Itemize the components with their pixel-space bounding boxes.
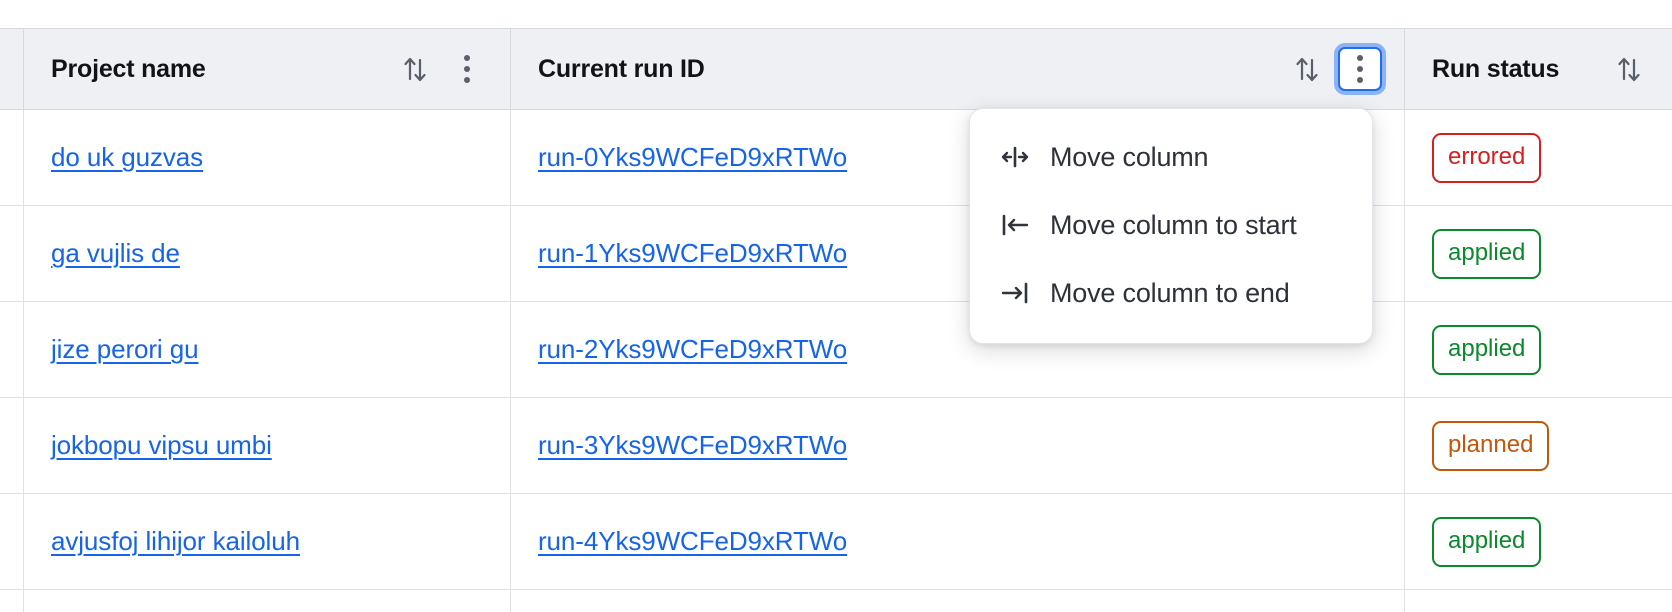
project-name-link[interactable]: avjusfoj lihijor kailoluh — [51, 526, 300, 556]
cell-current-run-id: run-2Yks9WCFeD9xRTWo — [511, 302, 1405, 397]
project-name-link[interactable]: do uk guzvas — [51, 142, 204, 172]
column-header-tools — [1286, 47, 1404, 91]
menu-item-label: Move column — [1050, 141, 1209, 172]
project-name-link[interactable]: ga vujlis de — [51, 238, 180, 268]
status-wrap: applied — [1405, 228, 1542, 279]
cell-run-status: applied — [1405, 494, 1672, 589]
cell-project-name — [24, 590, 511, 612]
row-gutter-cell — [0, 398, 24, 493]
cell-project-name: do uk guzvas — [24, 110, 511, 205]
cell-project-name: ga vujlis de — [24, 206, 511, 301]
cell-run-status — [1405, 590, 1672, 612]
run-id-link[interactable]: run-4Yks9WCFeD9xRTWo — [538, 526, 848, 556]
cell-run-status: applied — [1405, 302, 1672, 397]
menu-item-move-column-to-start[interactable]: Move column to start — [970, 191, 1372, 259]
table-row: jize perori gu run-2Yks9WCFeD9xRTWo appl… — [0, 302, 1672, 398]
sort-updown-icon[interactable] — [1608, 48, 1650, 90]
run-id-link[interactable]: run-0Yks9WCFeD9xRTWo — [538, 142, 848, 172]
column-header-project-name[interactable]: Project name — [24, 29, 511, 109]
row-gutter-cell — [0, 110, 24, 205]
run-id-link[interactable]: run-1Yks9WCFeD9xRTWo — [538, 238, 848, 268]
status-badge: applied — [1432, 324, 1542, 375]
sort-updown-icon[interactable] — [1286, 48, 1328, 90]
menu-item-label: Move column to end — [1050, 277, 1290, 308]
table-row: jokbopu vipsu umbi run-3Yks9WCFeD9xRTWo … — [0, 398, 1672, 494]
project-name-link[interactable]: jize perori gu — [51, 334, 199, 364]
projects-table: Project name — [0, 28, 1672, 612]
kebab-dots — [464, 55, 470, 83]
column-header-label: Project name — [51, 54, 206, 83]
header-gutter-cell — [0, 29, 24, 109]
move-column-horizontal-icon — [996, 145, 1034, 169]
cell-project-name: jize perori gu — [24, 302, 511, 397]
status-badge: applied — [1432, 228, 1542, 279]
status-badge: errored — [1432, 132, 1542, 183]
sort-updown-icon[interactable] — [394, 48, 436, 90]
status-wrap: planned — [1405, 420, 1550, 471]
column-header-tools — [1608, 48, 1672, 90]
kebab-dots — [1357, 55, 1363, 83]
status-wrap: applied — [1405, 516, 1542, 567]
row-gutter-cell — [0, 206, 24, 301]
row-gutter-cell — [0, 302, 24, 397]
menu-item-move-column[interactable]: Move column — [970, 123, 1372, 191]
kebab-menu-icon[interactable] — [446, 48, 488, 90]
kebab-menu-icon-focused[interactable] — [1338, 47, 1382, 91]
row-gutter-cell — [0, 494, 24, 589]
cell-project-name: avjusfoj lihijor kailoluh — [24, 494, 511, 589]
column-header-current-run-id[interactable]: Current run ID — [511, 29, 1405, 109]
column-header-run-status[interactable]: Run status — [1405, 29, 1672, 109]
status-badge: planned — [1432, 420, 1550, 471]
cell-current-run-id: run-0Yks9WCFeD9xRTWo — [511, 110, 1405, 205]
table-row-partial — [0, 590, 1672, 612]
status-wrap: applied — [1405, 324, 1542, 375]
menu-item-move-column-to-end[interactable]: Move column to end — [970, 259, 1372, 327]
table-row: avjusfoj lihijor kailoluh run-4Yks9WCFeD… — [0, 494, 1672, 590]
cell-run-status: applied — [1405, 206, 1672, 301]
move-to-end-icon — [996, 281, 1034, 305]
run-id-link[interactable]: run-2Yks9WCFeD9xRTWo — [538, 334, 848, 364]
cell-current-run-id: run-1Yks9WCFeD9xRTWo — [511, 206, 1405, 301]
cell-current-run-id — [511, 590, 1405, 612]
cell-project-name: jokbopu vipsu umbi — [24, 398, 511, 493]
menu-item-label: Move column to start — [1050, 209, 1297, 240]
status-badge: applied — [1432, 516, 1542, 567]
column-header-label: Current run ID — [538, 54, 705, 83]
cell-run-status: errored — [1405, 110, 1672, 205]
column-context-menu: Move column Move column to start Move co… — [969, 108, 1373, 344]
run-id-link[interactable]: run-3Yks9WCFeD9xRTWo — [538, 430, 848, 460]
column-header-tools — [394, 48, 510, 90]
table-row: ga vujlis de run-1Yks9WCFeD9xRTWo applie… — [0, 206, 1672, 302]
row-gutter-cell — [0, 590, 24, 612]
column-header-label: Run status — [1432, 54, 1560, 83]
table-row: do uk guzvas run-0Yks9WCFeD9xRTWo errore… — [0, 110, 1672, 206]
cell-current-run-id: run-4Yks9WCFeD9xRTWo — [511, 494, 1405, 589]
cell-run-status: planned — [1405, 398, 1672, 493]
project-name-link[interactable]: jokbopu vipsu umbi — [51, 430, 272, 460]
table-header-row: Project name — [0, 28, 1672, 110]
status-wrap: errored — [1405, 132, 1542, 183]
cell-current-run-id: run-3Yks9WCFeD9xRTWo — [511, 398, 1405, 493]
move-to-start-icon — [996, 213, 1034, 237]
